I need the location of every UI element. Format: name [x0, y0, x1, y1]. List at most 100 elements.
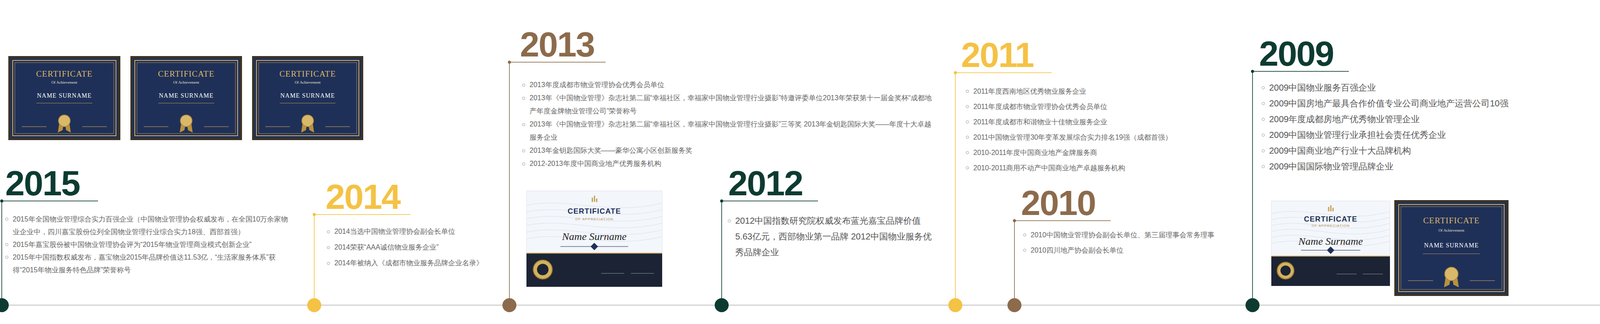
- award-item: 2015年全国物业管理综合实力百强企业（中国物业管理协会权威发布，在全国10万余…: [3, 212, 293, 239]
- leader-dot: [508, 60, 512, 64]
- emblem-bar: [591, 197, 593, 202]
- leader-line: [1, 200, 3, 306]
- certificate-panel: [526, 190, 663, 287]
- year-label: 2010: [1021, 185, 1096, 221]
- band-edge: [1271, 255, 1390, 257]
- leader-dot: [312, 213, 316, 217]
- certificate-title: CERTIFICATE: [1271, 214, 1390, 224]
- certificate-band: [526, 252, 663, 287]
- timeline-dot: [307, 298, 322, 313]
- name-line: [280, 102, 336, 104]
- award-item: 2009中国物业服务百强企业: [1260, 79, 1558, 96]
- award-item: 2010-2011商用不动产中国商业地产卓越服务机构: [964, 160, 1228, 176]
- leader-dot: [720, 199, 724, 203]
- name-diamond: [1326, 246, 1335, 254]
- certificate-frame: [252, 56, 364, 141]
- seal: [533, 259, 553, 280]
- leader-line: [954, 72, 956, 306]
- certificate-subtitle: Of Achievement: [130, 80, 243, 85]
- year-label: 2013: [519, 27, 595, 63]
- award-item: 2013年度成都市物业管理协会优秀会员单位: [520, 78, 933, 92]
- year-label: 2012: [728, 165, 803, 201]
- guilloche-line: [526, 203, 663, 208]
- award-item: 2012-2013年度中国商业地产优秀服务机构: [520, 157, 933, 171]
- award-item: 2014当选中国物业管理协会副会长单位: [325, 223, 514, 240]
- award-item: 2013年《中国物业管理》杂志社第二届“幸福社区，幸福家中国物业管理行业摄影”三…: [520, 117, 933, 144]
- certificate-title: CERTIFICATE: [130, 69, 243, 80]
- certificate-title: CERTIFICATE: [1394, 215, 1509, 226]
- leader-line: [1014, 220, 1015, 306]
- signature-line: [203, 126, 229, 127]
- certificate-title: CERTIFICATE: [8, 69, 121, 80]
- award-item: 2011年度西南地区优秀物业服务企业: [964, 83, 1228, 99]
- guilloche-line: [526, 216, 663, 222]
- signature-line: [21, 126, 47, 127]
- award-item: 2009中国房地产最具合作价值专业公司商业地产运营公司10强: [1260, 95, 1558, 112]
- timeline-dot: [1007, 298, 1022, 313]
- certificate-subtitle: OF APPRECIATION: [1271, 223, 1390, 229]
- emblem-bar: [1332, 207, 1334, 212]
- certificate-frame: [8, 56, 121, 141]
- seal: [1444, 266, 1459, 281]
- award-item: 2009年度成都房地产优秀物业管理企业: [1260, 111, 1558, 127]
- certificate-subtitle: Of Achievement: [252, 80, 364, 85]
- certificate-name: NAME SURNAME: [252, 92, 364, 100]
- award-item: 2010中国物业管理协会副会长单位、第三届理事会常务理事: [1021, 227, 1241, 243]
- certificate-band: [1271, 256, 1390, 286]
- certificate-frame: [1394, 200, 1509, 296]
- leader-dot: [954, 71, 958, 75]
- emblem-bar: [593, 195, 596, 202]
- certificate-name: NAME SURNAME: [1394, 242, 1509, 250]
- award-item: 2012中国指数研究院权威发布蓝光嘉宝品牌价值5.63亿元，西部物业第一品牌 2…: [726, 212, 937, 260]
- certificate-name: Name Surname: [526, 230, 663, 243]
- seal-core: [1280, 265, 1291, 276]
- leader-line: [1252, 71, 1253, 306]
- certificate: [8, 56, 121, 141]
- leader-line: [313, 214, 315, 306]
- award-item: 2014荣获“AAA诚信物业服务企业”: [325, 239, 514, 256]
- emblem-bar: [1330, 205, 1332, 212]
- certificate-name: Name Surname: [1271, 235, 1390, 248]
- certificate-subtitle: OF APPRECIATION: [526, 217, 663, 222]
- award-item: 2009中国物业管理行业承担社会责任优秀企业: [1260, 126, 1558, 143]
- year-label: 2011: [961, 37, 1034, 73]
- certificate-panel: [1271, 200, 1390, 286]
- year-label: 2015: [5, 165, 80, 201]
- timeline-dot: [502, 298, 517, 313]
- certificate-name: NAME SURNAME: [130, 92, 243, 100]
- band-edge: [526, 252, 663, 254]
- year-label: 2014: [325, 179, 400, 215]
- timeline-dot: [1245, 298, 1260, 313]
- signature-line: [1336, 273, 1357, 274]
- signature-line: [325, 126, 351, 127]
- certificate-subtitle: Of Achievement: [1394, 228, 1509, 233]
- guilloche-line: [1271, 223, 1390, 229]
- certificate: [130, 56, 243, 141]
- certificate-subtitle: Of Achievement: [8, 80, 121, 85]
- timeline-dot: [714, 298, 729, 313]
- award-item: 2011年度成都市和谐物业十佳物业服务企业: [964, 114, 1228, 130]
- award-item: 2011中国物业管理30年变革发展综合实力排名19强（成都首强）: [964, 129, 1228, 145]
- certificate: [526, 190, 663, 287]
- award-item: 2009中国商业地产行业十大品牌机构: [1260, 142, 1558, 159]
- seal: [301, 114, 314, 127]
- certificate: [1394, 200, 1509, 296]
- leader-dot: [1013, 219, 1017, 223]
- signature-line: [1469, 280, 1495, 281]
- seal: [180, 114, 193, 127]
- name-diamond: [590, 242, 599, 251]
- signature-line: [82, 126, 107, 127]
- guilloche-line: [1271, 229, 1390, 235]
- certificate: [252, 56, 364, 141]
- award-item: 2013年《中国物业管理》杂志社第二届“幸福社区，幸福家中国物业管理行业摄影”特…: [520, 91, 933, 118]
- award-item: 2014年被纳入《成都市物业服务品牌企业名录》: [325, 255, 514, 271]
- certificate-name: NAME SURNAME: [8, 92, 121, 100]
- timeline-axis: [0, 304, 1600, 306]
- signature-line: [143, 126, 169, 127]
- timeline-dot: [0, 298, 9, 313]
- award-item: 2013年金钥匙国际大奖——豪华公寓小区创新服务奖: [520, 143, 933, 158]
- name-line: [158, 102, 215, 104]
- signature-line: [601, 273, 625, 274]
- year-label: 2009: [1259, 36, 1334, 72]
